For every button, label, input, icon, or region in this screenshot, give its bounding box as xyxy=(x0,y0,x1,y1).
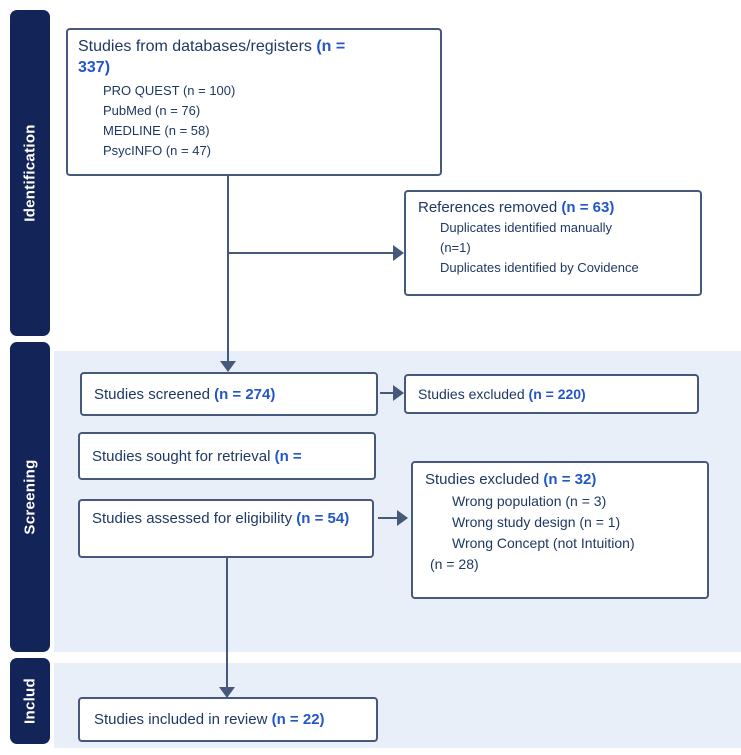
arrowhead-right-to-excluded-32 xyxy=(397,510,408,526)
box-title-text: Studies sought for retrieval (n = xyxy=(92,448,302,465)
box-title: References removed (n = 63) xyxy=(418,197,692,218)
box-title-text: Studies assessed for eligibility (n = 54… xyxy=(92,510,349,527)
box-studies-included-review: Studies included in review (n = 22) xyxy=(78,697,378,742)
box-studies-from-databases: Studies from databases/registers (n = 33… xyxy=(66,28,442,176)
sidebar-identification-bar: Identification xyxy=(10,10,50,336)
box-line: Wrong study design (n = 1) xyxy=(452,514,621,530)
box-line: PRO QUEST (n = 100) xyxy=(103,83,236,98)
box-line: PubMed (n = 76) xyxy=(103,103,201,118)
sidebar-included-label: Includ xyxy=(21,678,39,724)
box-n-count: (n = 337) xyxy=(78,38,346,76)
box-line: Wrong population (n = 3) xyxy=(452,493,607,509)
box-n-count: (n = 54) xyxy=(296,510,350,527)
box-title: Studies from databases/registers (n = 33… xyxy=(78,36,370,78)
box-title-inner: Studies sought for retrieval xyxy=(92,447,275,465)
sidebar-included-bar: Includ xyxy=(10,658,50,744)
arrow-line-databases-to-screened xyxy=(227,176,229,362)
box-line: MEDLINE (n = 58) xyxy=(103,123,210,138)
box-title-text: Studies screened (n = 274) xyxy=(94,386,275,403)
arrow-line-assessed-to-excluded xyxy=(378,517,399,519)
box-n-count: (n = 220) xyxy=(528,386,586,402)
box-detail-lines: Wrong population (n = 3) Wrong study des… xyxy=(425,491,701,575)
box-studies-excluded-screening: Studies excluded (n = 220) xyxy=(404,374,699,414)
box-line: (n=1) xyxy=(440,240,471,255)
box-title: Studies excluded (n = 32) xyxy=(425,469,701,491)
box-n-count: (n = 22) xyxy=(271,711,325,728)
box-n-count: (n = 32) xyxy=(543,471,597,488)
box-studies-screened: Studies screened (n = 274) xyxy=(80,372,378,416)
box-line: PsycINFO (n = 47) xyxy=(103,143,211,158)
box-title-text: Studies from databases/registers xyxy=(78,38,317,55)
arrowhead-down-to-included xyxy=(219,687,235,698)
box-line: (n = 28) xyxy=(430,556,479,572)
box-n-count: (n = 63) xyxy=(561,199,615,216)
arrowhead-right-to-references-removed xyxy=(393,245,404,261)
box-title-text: References removed xyxy=(418,199,562,216)
arrowhead-down-to-screened xyxy=(220,361,236,372)
box-studies-sought-retrieval: Studies sought for retrieval (n = xyxy=(78,432,376,480)
arrow-line-screened-to-excluded xyxy=(380,392,395,394)
box-studies-assessed-eligibility: Studies assessed for eligibility (n = 54… xyxy=(78,499,374,558)
box-title-inner: Studies assessed for eligibility xyxy=(92,510,297,527)
box-line: Duplicates identified by Covidence xyxy=(440,260,639,275)
box-line: Duplicates identified manually xyxy=(440,220,612,235)
sidebar-screening-label: Screening xyxy=(21,459,39,535)
box-title-text: Studies excluded xyxy=(425,471,544,488)
box-line: Wrong Concept (not Intuition) xyxy=(452,535,635,551)
box-title-inner: Studies included in review xyxy=(94,711,272,728)
box-n-count: (n = 274) xyxy=(214,385,276,403)
box-studies-excluded-eligibility: Studies excluded (n = 32) Wrong populati… xyxy=(411,461,709,599)
box-title-inner: Studies screened xyxy=(94,385,215,403)
sidebar-identification-label: Identification xyxy=(21,124,39,222)
arrowhead-right-to-excluded-220 xyxy=(393,385,404,401)
box-references-removed: References removed (n = 63) Duplicates i… xyxy=(404,190,702,296)
box-title-text: Studies included in review (n = 22) xyxy=(94,711,325,728)
box-detail-lines: Duplicates identified manually (n=1) Dup… xyxy=(418,218,692,278)
arrow-line-to-references-removed xyxy=(227,252,395,254)
box-title-text: Studies excluded (n = 220) xyxy=(418,386,586,402)
box-detail-lines: PRO QUEST (n = 100) PubMed (n = 76) MEDL… xyxy=(78,81,430,161)
arrow-line-assessed-to-included xyxy=(226,558,228,688)
sidebar-screening-bar: Screening xyxy=(10,342,50,652)
box-title-inner: Studies excluded xyxy=(418,386,529,402)
box-n-count: (n = xyxy=(274,447,302,465)
